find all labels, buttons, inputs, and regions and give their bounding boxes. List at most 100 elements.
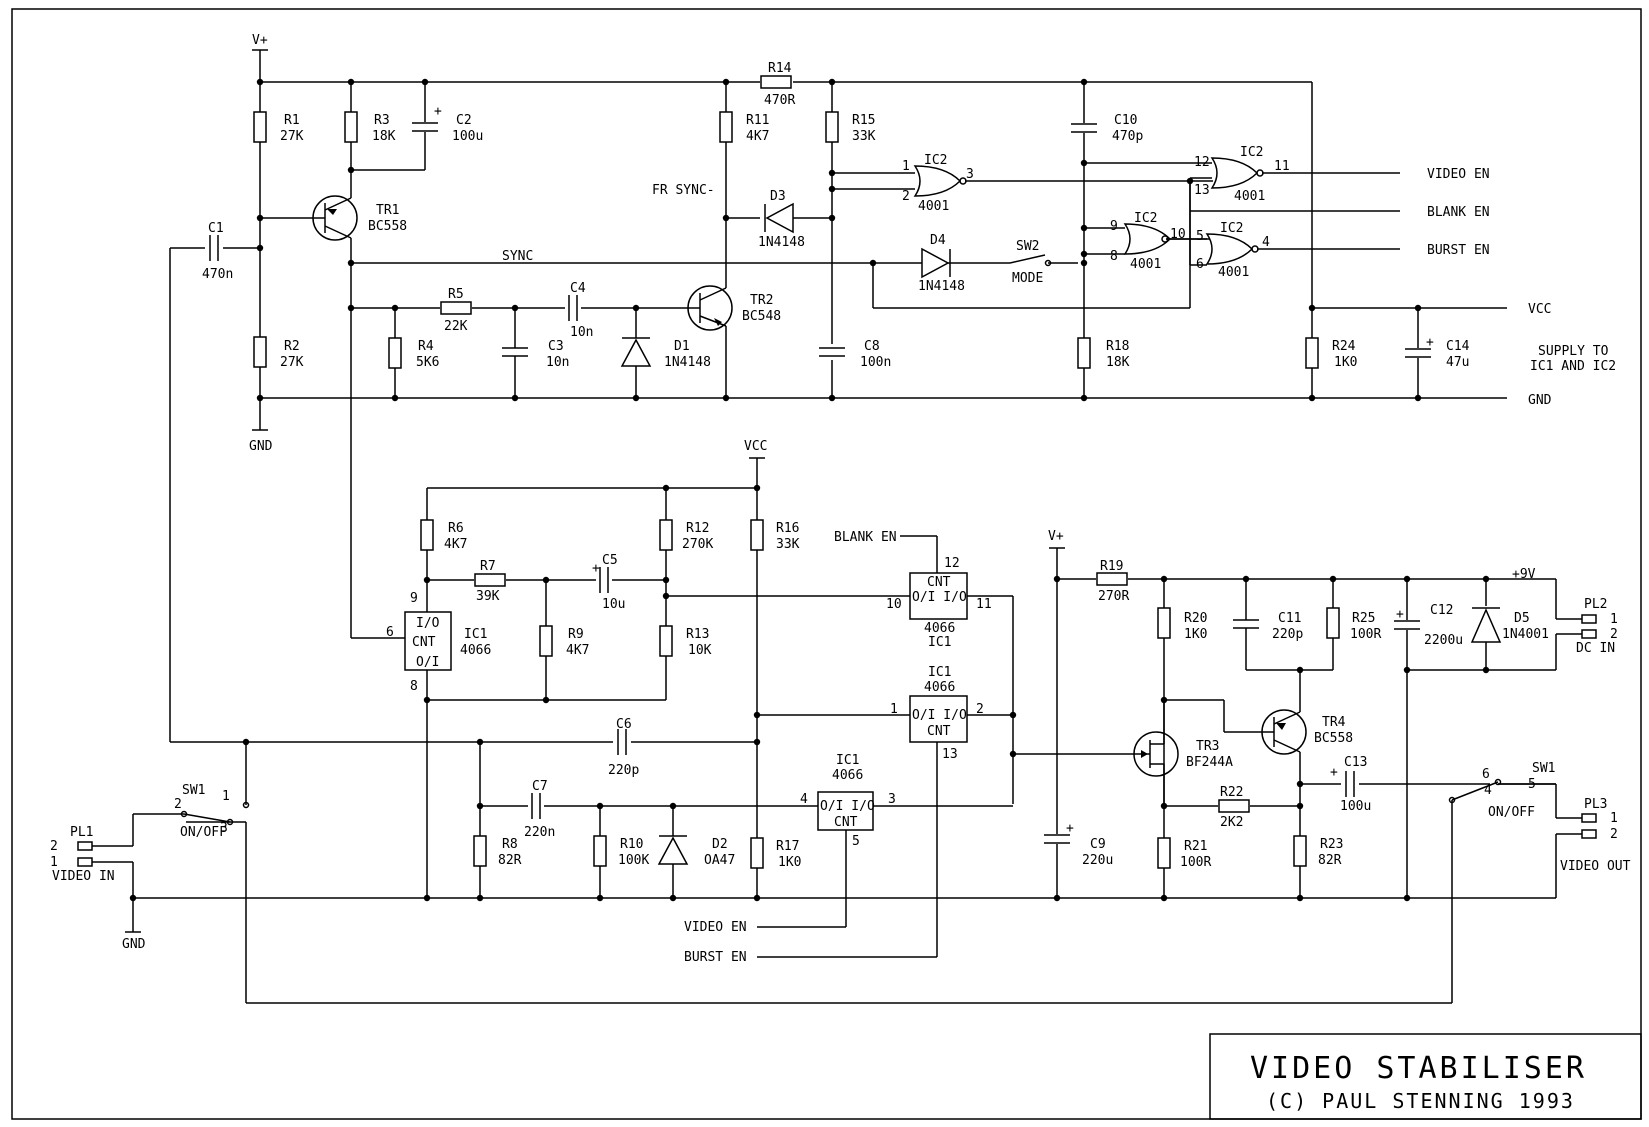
resistors-r18-val-label: 18K — [1106, 355, 1130, 370]
ics-cnt-label: CNT — [927, 575, 951, 590]
connectors-pl1-label-label: VIDEO IN — [52, 869, 115, 884]
capacitors-c11-ref-label: C11 — [1278, 611, 1301, 626]
resistors-r8-val-label: 82R — [498, 853, 522, 868]
net-labels: SYNC FR SYNC- VIDEO EN BLANK EN BURST EN… — [502, 167, 1490, 965]
sw1-right-label: ON/OFF — [1488, 805, 1535, 820]
pins-p10-label: 10 — [886, 597, 902, 612]
capacitors-c14-val-label: 47u — [1446, 355, 1469, 370]
capacitors-c11-val-label: 220p — [1272, 627, 1303, 642]
resistors-r24-ref-label: R24 — [1332, 339, 1356, 354]
nor-gates — [913, 157, 1264, 265]
ics-nor-ref-label: IC2 — [1240, 145, 1263, 160]
capacitors-c1-val-label: 470n — [202, 267, 233, 282]
capacitors-c5-val-label: 10u — [602, 597, 625, 612]
diodes-d3-val-label: 1N4148 — [758, 235, 805, 250]
pins-p6-label: 6 — [386, 625, 394, 640]
pins-p9-label: 9 — [1110, 219, 1118, 234]
pins-p9-label: 9 — [410, 591, 418, 606]
capacitors-c14-ref-label: C14 — [1446, 339, 1470, 354]
vcc-label-lower: VCC — [744, 439, 767, 454]
fr-sync-label: FR SYNC- — [652, 183, 715, 198]
ics-sw-type-label: 4066 — [460, 643, 491, 658]
resistors-r11-ref-label: R11 — [746, 113, 769, 128]
ics-sw-type-label: 4066 — [832, 768, 863, 783]
resistors-r21-val-label: 100R — [1180, 855, 1211, 870]
blank-en-out-label: BLANK EN — [1427, 205, 1490, 220]
resistors-r12-ref-label: R12 — [686, 521, 709, 536]
label-label: + — [434, 104, 442, 119]
sw2-label: MODE — [1012, 271, 1043, 286]
resistors-r17-val-label: 1K0 — [778, 855, 801, 870]
rail-labels: V+ GND VCC GND SUPPLY TO IC1 AND IC2 VCC… — [122, 33, 1616, 952]
pins-p3-label: 3 — [220, 821, 228, 836]
connectors-pl3-label: PL3 — [1584, 797, 1607, 812]
resistors-r16-ref-label: R16 — [776, 521, 799, 536]
pins-p2-label: 2 — [1610, 827, 1618, 842]
ics-oi-io-label: O/I I/O — [820, 799, 875, 814]
ics-sw-ref-label: IC1 — [464, 627, 487, 642]
resistors-r6-val-label: 4K7 — [444, 537, 467, 552]
pins-p3-label: 3 — [966, 167, 974, 182]
pins-p12-label: 12 — [944, 556, 960, 571]
resistors-r2-val-label: 27K — [280, 355, 304, 370]
resistors-r22-ref-label: R22 — [1220, 785, 1243, 800]
ics-cnt-label: CNT — [927, 724, 951, 739]
capacitors-c9-val-label: 220u — [1082, 853, 1113, 868]
label-label: + — [1426, 335, 1434, 350]
resistors-r3-val-label: 18K — [372, 129, 396, 144]
ics-sw-type-label: 4066 — [924, 680, 955, 695]
pins-p4-label: 4 — [800, 792, 808, 807]
resistors-r1-ref-label: R1 — [284, 113, 300, 128]
diodes-d2-val-label: OA47 — [704, 853, 735, 868]
pins-p1-label: 1 — [50, 855, 58, 870]
capacitors-c13-ref-label: C13 — [1344, 755, 1367, 770]
capacitors-c12-ref-label: C12 — [1430, 603, 1453, 618]
pins-p8-label: 8 — [1110, 249, 1118, 264]
capacitors-c4-val-label: 10n — [570, 325, 593, 340]
capacitors-c5-ref-label: C5 — [602, 553, 618, 568]
pins-p1-label: 1 — [1610, 612, 1618, 627]
gnd-label-lower: GND — [122, 937, 146, 952]
video-en-out-label: VIDEO EN — [1427, 167, 1490, 182]
capacitors-c1-ref-label: C1 — [208, 221, 224, 236]
resistors-r25-ref-label: R25 — [1352, 611, 1375, 626]
resistors — [253, 75, 1340, 869]
sw1-left-ref: SW1 — [182, 783, 205, 798]
pins-p13-label: 13 — [1194, 183, 1210, 198]
pins-p11-label: 11 — [1274, 159, 1290, 174]
transistors-tr3-val-label: BF244A — [1186, 755, 1233, 770]
resistors-r16-val-label: 33K — [776, 537, 800, 552]
vplus-label-top: V+ — [252, 33, 268, 48]
supply-note-2: IC1 AND IC2 — [1530, 359, 1616, 374]
ics-nor-ref-label: IC2 — [1134, 211, 1157, 226]
connectors-pl3-label-label: VIDEO OUT — [1560, 859, 1631, 874]
switch-labels: SW1 ON/OFF SW1 ON/OFF SW2 MODE — [180, 239, 1555, 840]
pins-p10-label: 10 — [1170, 227, 1186, 242]
pins-p6-label: 6 — [1196, 257, 1204, 272]
pins-p11-label: 11 — [976, 597, 992, 612]
pins-p12-label: 12 — [1194, 155, 1210, 170]
connectors-pl2-label-label: DC IN — [1576, 641, 1615, 656]
pins-p13-label: 13 — [942, 747, 958, 762]
ics-io-label: I/O — [416, 616, 440, 631]
pins-p6-label: 6 — [1482, 767, 1490, 782]
sw1-left-label: ON/OFF — [180, 825, 227, 840]
wiring — [92, 49, 1582, 1004]
resistors-r7-val-label: 39K — [476, 589, 500, 604]
transistors — [312, 195, 1307, 806]
resistors-r10-ref-label: R10 — [620, 837, 643, 852]
pins-p1-label: 1 — [1610, 811, 1618, 826]
transistors-tr2-val-label: BC548 — [742, 309, 781, 324]
pins-p1-label: 1 — [222, 789, 230, 804]
label-label: + — [1066, 821, 1074, 836]
page-border — [11, 8, 1642, 1120]
resistors-r11-val-label: 4K7 — [746, 129, 769, 144]
diodes-d4-ref-label: D4 — [930, 233, 946, 248]
resistors-r13-val-label: 10K — [688, 643, 712, 658]
ics-nor-ref-label: IC2 — [1220, 221, 1243, 236]
pins-p2-label: 2 — [174, 797, 182, 812]
diodes — [620, 202, 1502, 865]
